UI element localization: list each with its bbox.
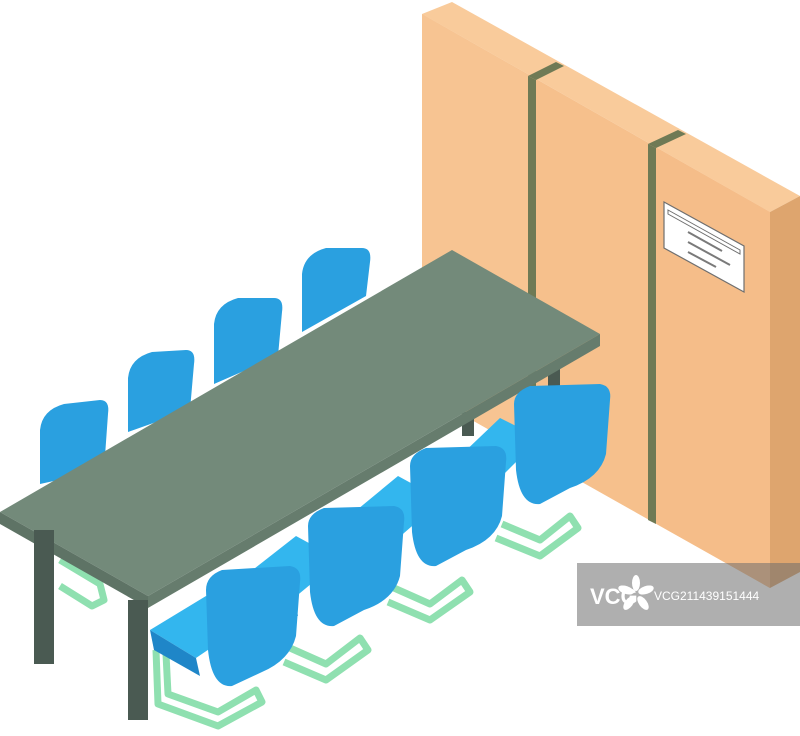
- chair-back: [302, 248, 371, 332]
- wall-seam-2-top: [648, 130, 686, 148]
- watermark: VCG VCG211439151444: [577, 563, 800, 626]
- table-leg: [128, 600, 148, 720]
- wall-seam-2: [648, 144, 656, 524]
- watermark-flower-icon: [618, 575, 654, 610]
- table-edge-right: [148, 334, 600, 608]
- wall-side-face: [770, 196, 800, 588]
- wall-top: [422, 2, 800, 212]
- watermark-band: [577, 563, 800, 626]
- wall-seam-1-top: [528, 62, 564, 80]
- wall-sign: [663, 200, 745, 294]
- table-leg: [34, 530, 54, 664]
- front-chairs: [150, 384, 611, 730]
- conference-table: [0, 250, 600, 720]
- back-chairs: [40, 248, 371, 610]
- chair-back: [214, 298, 283, 384]
- table-top: [0, 250, 600, 596]
- chair-frame: [58, 556, 108, 610]
- watermark-id-text: VCG211439151444: [654, 589, 760, 603]
- chair: [150, 566, 301, 730]
